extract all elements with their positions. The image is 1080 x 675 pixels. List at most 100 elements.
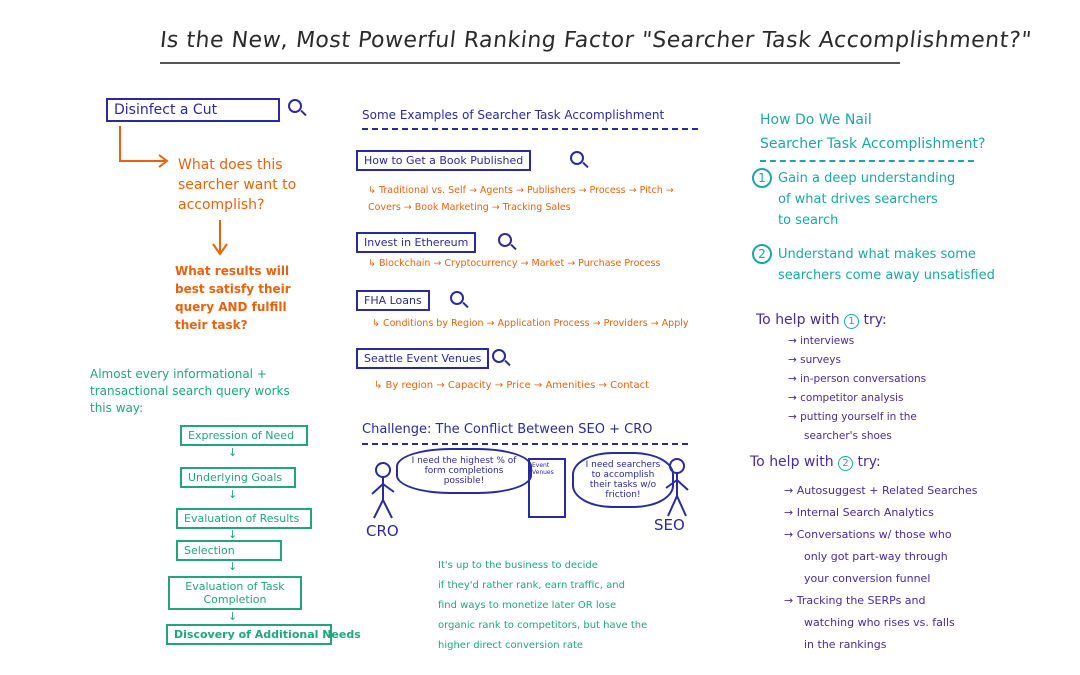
query-text: Disinfect a Cut — [114, 102, 218, 118]
example-path: ↳ Blockchain → Cryptocurrency → Market →… — [368, 258, 661, 269]
right-heading: How Do We Nail Searcher Task Accomplishm… — [760, 108, 986, 162]
point-1: 1 Gain a deep understanding of what drive… — [752, 168, 955, 231]
right-heading-line: How Do We Nail — [760, 112, 872, 128]
down-arrow-icon — [212, 220, 228, 256]
list-item: → Autosuggest + Related Searches — [784, 484, 978, 497]
step-label: Evaluation of Task Completion — [185, 580, 285, 606]
almost-line: Almost every informational + — [90, 367, 267, 381]
step-label: Evaluation of Results — [184, 512, 300, 525]
q1-line: searcher want to — [178, 177, 297, 193]
search-icon — [570, 150, 584, 169]
example-path: ↳ By region → Capacity → Price → Ameniti… — [374, 380, 649, 391]
almost-line: transactional search query works — [90, 384, 290, 398]
step-box: Expression of Need — [180, 425, 308, 446]
step-label: Selection — [184, 544, 235, 557]
conclusion-line: higher direct conversion rate — [438, 640, 584, 651]
list-item: searcher's shoes — [804, 430, 892, 442]
list-item: watching who rises vs. falls — [804, 616, 955, 629]
down-arrow-icon: ↓ — [228, 528, 238, 541]
down-arrow-icon: ↓ — [228, 446, 238, 459]
list-item: in the rankings — [804, 638, 887, 651]
step-box: Evaluation of Results — [176, 508, 312, 529]
example-query: How to Get a Book Published — [364, 154, 524, 167]
example-query-box: FHA Loans — [356, 290, 430, 311]
point-1-line: of what drives searchers — [778, 192, 938, 207]
step-label: Discovery of Additional Needs — [174, 628, 361, 641]
example-query-box: Invest in Ethereum — [356, 232, 477, 253]
example-query: Seattle Event Venues — [364, 352, 482, 365]
list-item: → competitor analysis — [788, 392, 904, 404]
down-arrow-icon: ↓ — [228, 488, 238, 501]
search-icon — [498, 232, 512, 251]
help-2-list: → Autosuggest + Related Searches → Inter… — [784, 480, 978, 656]
search-icon — [450, 290, 464, 309]
elbow-arrow-icon — [119, 126, 169, 168]
cro-label: CRO — [366, 522, 399, 540]
down-arrow-icon: ↓ — [228, 610, 238, 623]
seo-label: SEO — [654, 516, 685, 534]
help-1-heading: To help with 1 try: — [756, 312, 887, 329]
list-item: → Internal Search Analytics — [784, 506, 934, 519]
seo-figure-icon — [665, 458, 689, 517]
example-query: Invest in Ethereum — [364, 236, 469, 249]
list-item: → surveys — [788, 354, 841, 366]
q2-line: their task? — [175, 318, 248, 332]
list-item: → Conversations w/ those who — [784, 528, 952, 541]
question-1: What does this searcher want to accompli… — [178, 155, 296, 215]
almost-text: Almost every informational + transaction… — [90, 366, 290, 417]
conclusion-line: if they'd rather rank, earn traffic, and — [438, 580, 625, 591]
q2-line: What results will — [175, 264, 290, 278]
conclusion-line: find ways to monetize later OR lose — [438, 600, 617, 611]
examples-heading: Some Examples of Searcher Task Accomplis… — [362, 108, 698, 130]
list-item: → in-person conversations — [788, 373, 927, 385]
list-item: only got part-way through — [804, 550, 948, 563]
seo-bubble-text: I need searchers to accomplish their tas… — [585, 460, 661, 500]
example-query-box: Seattle Event Venues — [356, 348, 490, 369]
cro-figure-icon — [371, 462, 395, 519]
conclusion-line: It's up to the business to decide — [438, 560, 598, 571]
point-2-line: searchers come away unsatisfied — [778, 268, 995, 283]
almost-line: this way: — [90, 401, 144, 415]
conclusion-line: organic rank to competitors, but have th… — [438, 620, 648, 631]
cro-bubble-text: I need the highest % of form completions… — [411, 456, 517, 486]
q2-line: query AND fulfill — [175, 300, 287, 314]
point-2-line: Understand what makes some — [778, 247, 976, 262]
number-badge: 1 — [752, 168, 772, 188]
q1-line: accomplish? — [178, 197, 265, 213]
help-suffix: try: — [857, 454, 881, 470]
step-label: Underlying Goals — [188, 471, 283, 484]
list-item: your conversion funnel — [804, 572, 931, 585]
help-suffix: try: — [863, 312, 887, 328]
challenge-heading: Challenge: The Conflict Between SEO + CR… — [362, 422, 688, 445]
help-2-heading: To help with 2 try: — [750, 454, 881, 471]
number-badge: 2 — [838, 456, 854, 471]
search-icon — [288, 98, 302, 117]
example-path: ↳ Traditional vs. Self → Agents → Publis… — [368, 185, 674, 213]
right-heading-line: Searcher Task Accomplishment? — [760, 136, 986, 152]
example-query-box: How to Get a Book Published — [356, 150, 532, 171]
title-underline — [160, 62, 900, 64]
cro-speech-bubble: I need the highest % of form completions… — [396, 448, 532, 494]
step-box: Selection — [176, 540, 282, 561]
help-prefix: To help with — [756, 312, 840, 328]
down-arrow-icon: ↓ — [228, 560, 238, 573]
number-badge: 1 — [844, 314, 860, 329]
example-path: ↳ Conditions by Region → Application Pro… — [372, 318, 689, 329]
page-title: Is the New, Most Powerful Ranking Factor… — [158, 28, 1033, 53]
help-prefix: To help with — [750, 454, 834, 470]
query-box: Disinfect a Cut — [106, 98, 280, 122]
list-item: → putting yourself in the — [788, 411, 917, 423]
example-query: FHA Loans — [364, 294, 422, 307]
point-1-line: Gain a deep understanding — [778, 171, 956, 186]
point-2: 2 Understand what makes some searchers co… — [752, 244, 995, 286]
number-badge: 2 — [752, 244, 772, 264]
help-1-list: → interviews → surveys → in-person conve… — [788, 332, 926, 446]
conclusion-text: It's up to the business to decide if the… — [438, 556, 647, 656]
step-label: Expression of Need — [188, 429, 295, 442]
form-label: Event Venues — [532, 462, 554, 476]
question-2: What results will best satisfy their que… — [175, 262, 291, 334]
list-item: → interviews — [788, 335, 855, 347]
point-1-line: to search — [778, 213, 839, 228]
q2-line: best satisfy their — [175, 282, 291, 296]
q1-line: What does this — [178, 157, 283, 173]
